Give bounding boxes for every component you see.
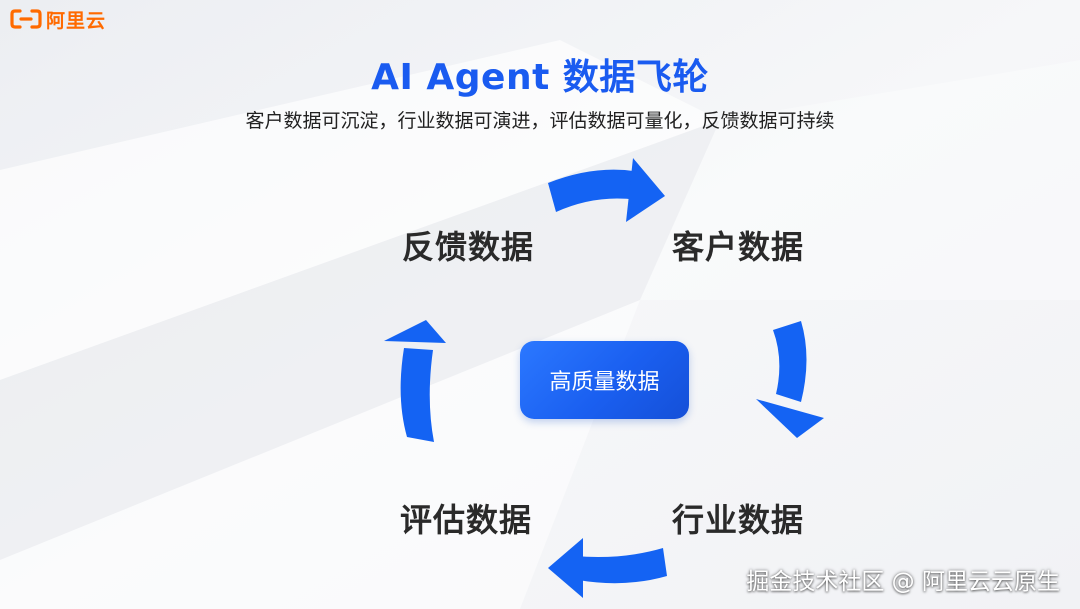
arrow-left-icon [384,320,446,442]
arrow-bottom-icon [548,538,667,598]
center-high-quality-data: 高质量数据 [520,341,689,419]
node-industry-data: 行业数据 [672,501,805,539]
node-feedback-data: 反馈数据 [402,228,535,266]
alibaba-cloud-logo-icon [10,9,42,29]
arrow-top-icon [548,158,665,222]
page-subtitle: 客户数据可沉淀，行业数据可演进，评估数据可量化，反馈数据可持续 [245,110,835,132]
node-customer-data: 客户数据 [672,228,805,266]
alibaba-cloud-logo: 阿里云 [10,6,106,32]
node-evaluation-data: 评估数据 [400,501,533,539]
page-title: AI Agent 数据飞轮 [371,57,709,98]
watermark: 掘金技术社区 @ 阿里云云原生 [746,569,1060,595]
logo-text: 阿里云 [46,9,107,32]
arrow-right-icon [756,321,824,438]
